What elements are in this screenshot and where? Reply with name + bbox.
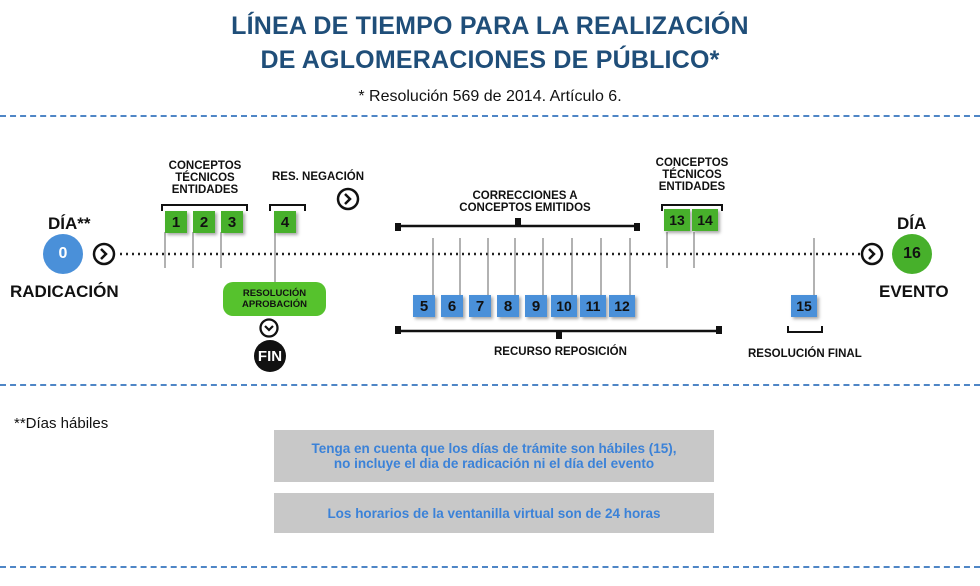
day-13-box: 13 (664, 209, 690, 231)
res-negacion-label: RES. NEGACIÓN (272, 171, 365, 183)
divider-middle (0, 384, 980, 386)
day-15-box: 15 (791, 295, 817, 317)
correcciones-label: CORRECCIONES A CONCEPTOS EMITIDOS (459, 190, 591, 214)
day-5-box: 5 (413, 295, 435, 317)
info-box-tramite: Tenga en cuenta que los días de trámite … (274, 430, 714, 482)
chevron-right-circle-icon (92, 242, 116, 266)
resolucion-final-label: RESOLUCIÓN FINAL (748, 348, 862, 360)
divider-bottom (0, 566, 980, 568)
day-1-box: 1 (165, 211, 187, 233)
start-label-bottom: RADICACIÓN (10, 282, 119, 301)
subtitle: * Resolución 569 de 2014. Artículo 6. (358, 88, 622, 105)
fin-circle: FIN (254, 340, 286, 372)
day-9-box: 9 (525, 295, 547, 317)
recurso-label: RECURSO REPOSICIÓN (494, 346, 627, 358)
info-box-horarios: Los horarios de la ventanilla virtual so… (274, 493, 714, 533)
day-14-box: 14 (692, 209, 718, 231)
end-label-top: DÍA (897, 214, 927, 233)
day-8-box: 8 (497, 295, 519, 317)
end-day-circle: 16 (892, 234, 932, 274)
day-6-box: 6 (441, 295, 463, 317)
day-2-box: 2 (193, 211, 215, 233)
start-label-top: DÍA** (48, 214, 91, 233)
title-line-2: DE AGLOMERACIONES DE PÚBLICO* (260, 46, 720, 74)
conceptos-right-label: CONCEPTOS TÉCNICOS ENTIDADES (655, 157, 729, 193)
day-3-box: 3 (221, 211, 243, 233)
resolucion-aprobacion-pill: RESOLUCIÓN APROBACIÓN (223, 282, 326, 316)
day-11-box: 11 (580, 295, 606, 317)
chevron-down-circle-icon (259, 318, 279, 338)
chevron-right-circle-icon (860, 242, 884, 266)
title-line-1: LÍNEA DE TIEMPO PARA LA REALIZACIÓN (231, 12, 749, 40)
day-10-box: 10 (551, 295, 577, 317)
day-7-box: 7 (469, 295, 491, 317)
start-day-circle: 0 (43, 234, 83, 274)
end-label-bottom: EVENTO (879, 282, 949, 301)
chevron-right-circle-icon (336, 187, 360, 211)
dias-habiles-note: **Días hábiles (14, 415, 109, 432)
divider-top (0, 115, 980, 117)
conceptos-left-label: CONCEPTOS TÉCNICOS ENTIDADES (168, 160, 242, 196)
day-12-box: 12 (609, 295, 635, 317)
day-4-box: 4 (274, 211, 296, 233)
